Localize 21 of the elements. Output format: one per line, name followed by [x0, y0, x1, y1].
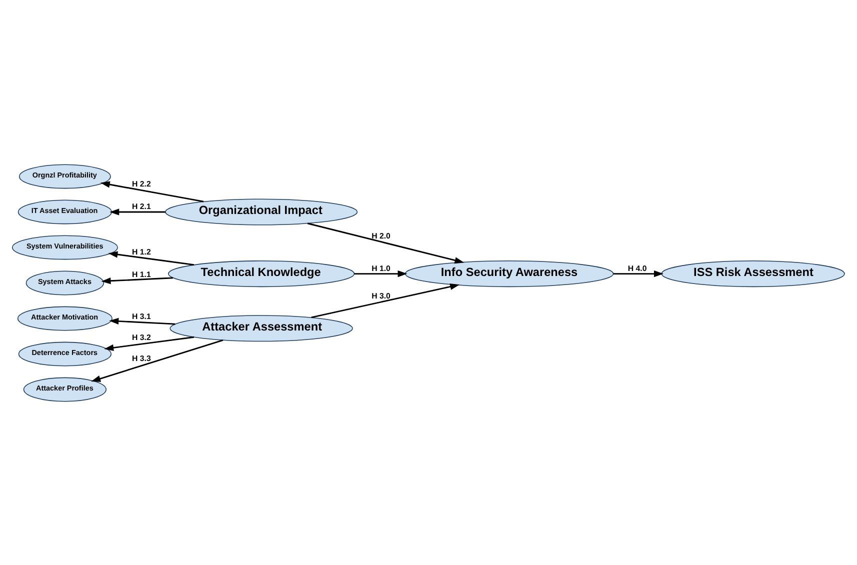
- node-ellipse: Info Security Awareness: [404, 260, 614, 287]
- node-ellipse: Attacker Profiles: [23, 376, 106, 402]
- node-ellipse: Deterrence Factors: [18, 341, 112, 366]
- arrow: [101, 276, 174, 284]
- arrow: [104, 336, 194, 351]
- arrow: [613, 270, 664, 277]
- arrow: [109, 317, 176, 324]
- node-ellipse: Attacker Motivation: [17, 306, 112, 330]
- arrow: [110, 208, 166, 215]
- arrow: [91, 339, 224, 382]
- node-ellipse: IT Asset Evaluation: [18, 199, 112, 224]
- node-ellipse: Attacker Assessment: [170, 314, 353, 342]
- arrow: [100, 180, 204, 202]
- arrow: [108, 250, 194, 265]
- node-ellipse: System Attacks: [26, 270, 104, 295]
- arrow: [307, 222, 464, 264]
- arrow: [311, 282, 460, 318]
- node-ellipse: Organizational Impact: [165, 198, 358, 225]
- node-ellipse: ISS Risk Assessment: [661, 260, 845, 287]
- arrow: [354, 270, 408, 277]
- node-ellipse: Technical Knowledge: [168, 260, 355, 287]
